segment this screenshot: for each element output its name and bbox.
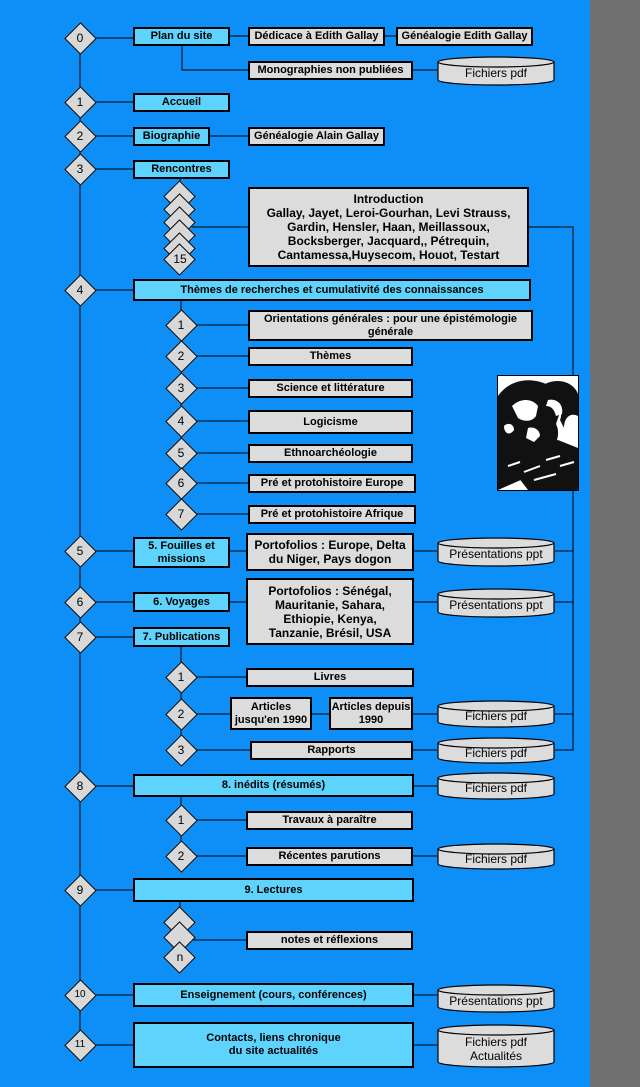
node-9-label: 9: [76, 883, 84, 897]
enseignement-box[interactable]: Enseignement (cours, conférences): [133, 983, 414, 1007]
cylinder-label: Fichiers pdf: [464, 709, 528, 723]
introduction-box[interactable]: Introduction Gallay, Jayet, Leroi-Gourha…: [248, 187, 529, 267]
biographie-box[interactable]: Biographie: [133, 127, 210, 146]
node-2-label: 2: [76, 129, 84, 143]
accueil-box[interactable]: Accueil: [133, 93, 230, 112]
cylinder-shape-icon: [437, 984, 555, 1013]
articles-depuis-1990-box[interactable]: Articles depuis 1990: [329, 697, 413, 730]
node-0-label: 0: [76, 31, 84, 45]
lecture-n-label: n: [176, 950, 184, 964]
theme-4-label: 4: [177, 414, 185, 428]
monographies-box[interactable]: Monographies non publiées: [248, 61, 413, 80]
voyages-box[interactable]: 6. Voyages: [133, 592, 230, 612]
orientations-box[interactable]: Orientations générales : pour une épisté…: [248, 310, 533, 341]
cylinder-label: Présentations ppt: [449, 547, 543, 561]
theme-7-label: 7: [177, 507, 185, 521]
cylinder-label: Fichiers pdf Actualités: [464, 1035, 528, 1063]
pdf-cylinder-monographies[interactable]: Fichiers pdf: [437, 56, 555, 86]
inedit-1-label: 1: [177, 813, 185, 827]
pdf-cylinder-rapports[interactable]: Fichiers pdf: [437, 737, 555, 764]
lectures-box[interactable]: 9. Lectures: [133, 878, 414, 902]
node-1-label: 1: [76, 95, 84, 109]
notes-reflexions-box[interactable]: notes et réflexions: [246, 931, 413, 950]
themes-box[interactable]: Thèmes: [248, 347, 413, 366]
cylinder-label: Fichiers pdf: [464, 851, 528, 866]
theme-2-label: 2: [177, 349, 185, 363]
theme-5-label: 5: [177, 446, 185, 460]
rencontres-box[interactable]: Rencontres: [133, 160, 230, 179]
portofolios-europe-box[interactable]: Portofolios : Europe, Delta du Niger, Pa…: [246, 533, 414, 571]
theme-3-label: 3: [177, 381, 185, 395]
genealogie-edith-box[interactable]: Généalogie Edith Gallay: [396, 27, 533, 46]
pre-afrique-box[interactable]: Pré et protohistoire Afrique: [248, 505, 416, 524]
fouilles-missions-box[interactable]: 5. Fouilles et missions: [133, 537, 230, 568]
theme-6-label: 6: [177, 476, 185, 490]
publications-box[interactable]: 7. Publications: [133, 627, 230, 647]
cylinder-shape-icon: [437, 56, 555, 86]
node-11-label: 11: [74, 1039, 86, 1050]
introduction-body: Gallay, Jayet, Leroi-Gourhan, Levi Strau…: [266, 206, 511, 262]
themes-recherches-box[interactable]: Thèmes de recherches et cumulativité des…: [133, 279, 531, 301]
cylinder-shape-icon: [437, 1024, 555, 1068]
pdf-cylinder-inedits[interactable]: Fichiers pdf: [437, 772, 555, 800]
pdf-cylinder-articles[interactable]: Fichiers pdf: [437, 700, 555, 728]
right-scrollbar-panel: [590, 0, 640, 1087]
livres-box[interactable]: Livres: [246, 668, 414, 687]
ethnoarcheologie-box[interactable]: Ethnoarchéologie: [248, 444, 413, 463]
inedits-box[interactable]: 8. inédits (résumés): [133, 774, 414, 797]
node-3-label: 3: [76, 162, 84, 176]
introduction-title: Introduction: [353, 192, 424, 206]
pdf-cylinder-recentes[interactable]: Fichiers pdf: [437, 843, 555, 870]
cylinder-label: Fichiers pdf: [464, 66, 528, 80]
logicisme-box[interactable]: Logicisme: [248, 410, 413, 434]
cylinder-shape-icon: [437, 772, 555, 800]
rencontre-15-label: 15: [173, 252, 187, 266]
publication-1-label: 1: [177, 670, 185, 684]
publication-3-label: 3: [177, 743, 185, 757]
node-10-label: 10: [74, 989, 86, 1000]
portrait-drawing-image: [497, 375, 579, 491]
node-7-label: 7: [76, 630, 84, 644]
cylinder-label: Fichiers pdf: [464, 745, 528, 760]
ppt-cylinder-fouilles[interactable]: Présentations ppt: [437, 537, 555, 567]
node-8-label: 8: [76, 779, 84, 793]
science-litterature-box[interactable]: Science et littérature: [248, 379, 413, 398]
cylinder-shape-icon: [437, 700, 555, 728]
cylinder-label: Présentations ppt: [449, 598, 543, 612]
inedit-2-label: 2: [177, 849, 185, 863]
recentes-parutions-box[interactable]: Récentes parutions: [246, 847, 413, 866]
travaux-a-paraitre-box[interactable]: Travaux à paraître: [246, 811, 413, 830]
cylinder-shape-icon: [437, 843, 555, 870]
dedicace-box[interactable]: Dédicace à Edith Gallay: [248, 27, 385, 46]
publication-2-label: 2: [177, 707, 185, 721]
theme-1-label: 1: [177, 318, 185, 332]
node-6-label: 6: [76, 595, 84, 609]
node-4-label: 4: [76, 283, 84, 297]
cylinder-shape-icon: [437, 737, 555, 764]
cylinder-shape-icon: [437, 588, 555, 618]
portofolios-senegal-box[interactable]: Portofolios : Sénégal, Mauritanie, Sahar…: [246, 578, 414, 645]
cylinder-label: Fichiers pdf: [464, 781, 528, 795]
pdf-cylinder-actualites[interactable]: Fichiers pdf Actualités: [437, 1024, 555, 1068]
cylinder-label: Présentations ppt: [449, 993, 543, 1008]
plan-du-site-box[interactable]: Plan du site: [133, 27, 230, 46]
genealogie-alain-box[interactable]: Généalogie Alain Gallay: [248, 127, 385, 146]
rapports-box[interactable]: Rapports: [250, 741, 413, 760]
node-5-label: 5: [76, 544, 84, 558]
contacts-box[interactable]: Contacts, liens chronique du site actual…: [133, 1022, 414, 1068]
ppt-cylinder-voyages[interactable]: Présentations ppt: [437, 588, 555, 618]
articles-jusqu-1990-box[interactable]: Articles jusqu'en 1990: [230, 697, 312, 730]
ppt-cylinder-enseignement[interactable]: Présentations ppt: [437, 984, 555, 1013]
cylinder-shape-icon: [437, 537, 555, 567]
pre-europe-box[interactable]: Pré et protohistoire Europe: [248, 474, 416, 493]
